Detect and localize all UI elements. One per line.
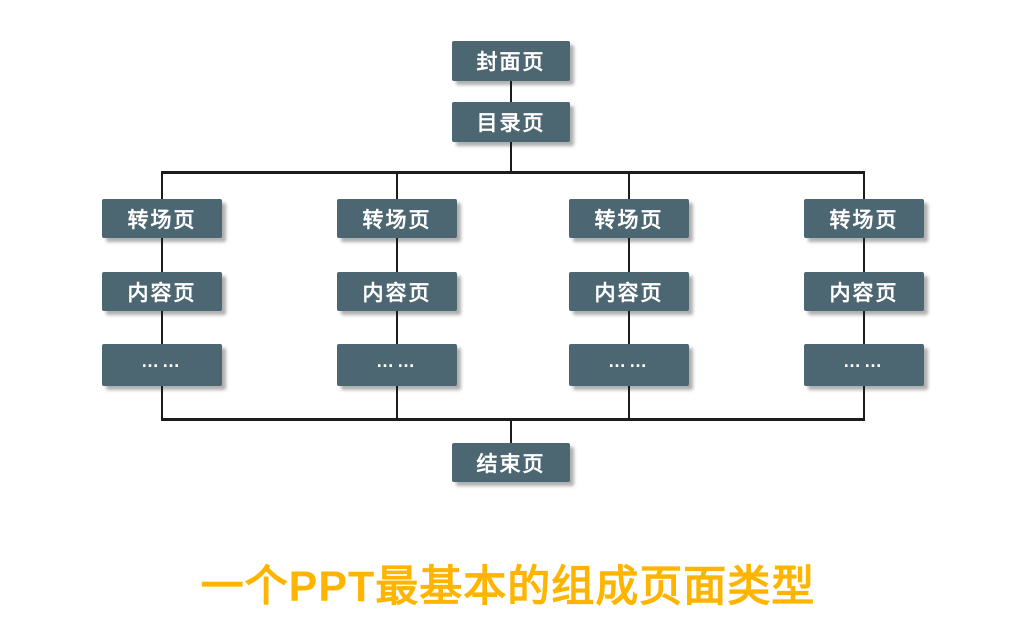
transition-page-node: 转场页 (569, 199, 689, 238)
connector-line (396, 311, 398, 344)
connector-line (863, 238, 865, 272)
content-page-node: 内容页 (569, 272, 689, 311)
connector-line (628, 238, 630, 272)
connector-line (396, 386, 398, 419)
ellipsis-node: …… (337, 344, 457, 386)
ellipsis-label: …… (608, 350, 650, 371)
connector-cover-toc (510, 81, 512, 102)
ellipsis-node: …… (804, 344, 924, 386)
transition-page-label: 转场页 (829, 208, 899, 232)
cover-page-node: 封面页 (452, 41, 570, 81)
transition-page-node: 转场页 (337, 199, 457, 238)
content-page-label: 内容页 (594, 281, 664, 305)
ellipsis-node: …… (569, 344, 689, 386)
ellipsis-node: …… (102, 344, 222, 386)
diagram-caption: 一个PPT最基本的组成页面类型 (200, 563, 816, 611)
toc-page-node: 目录页 (452, 102, 570, 142)
content-page-node: 内容页 (804, 272, 924, 311)
connector-line (863, 311, 865, 344)
content-page-node: 内容页 (102, 272, 222, 311)
connector-branchbar-end (510, 421, 512, 443)
content-page-label: 内容页 (127, 281, 197, 305)
connector-toc-branchbar (510, 142, 512, 172)
connector-line (161, 311, 163, 344)
connector-line (628, 311, 630, 344)
transition-page-node: 转场页 (804, 199, 924, 238)
branch-drop-3 (628, 172, 630, 199)
ellipsis-label: …… (141, 350, 183, 371)
ellipsis-label: …… (843, 350, 885, 371)
content-page-label: 内容页 (829, 281, 899, 305)
transition-page-node: 转场页 (102, 199, 222, 238)
connector-line (396, 238, 398, 272)
content-page-node: 内容页 (337, 272, 457, 311)
content-page-label: 内容页 (362, 281, 432, 305)
branch-drop-2 (396, 172, 398, 199)
branch-bar-bottom (161, 418, 865, 421)
end-page-label: 结束页 (476, 452, 546, 476)
connector-line (863, 386, 865, 419)
connector-line (161, 238, 163, 272)
connector-line (161, 386, 163, 419)
transition-page-label: 转场页 (127, 208, 197, 232)
connector-line (628, 386, 630, 419)
toc-page-label: 目录页 (476, 112, 546, 135)
transition-page-label: 转场页 (594, 208, 664, 232)
end-page-node: 结束页 (452, 443, 570, 482)
ellipsis-label: …… (376, 350, 418, 371)
cover-page-label: 封面页 (476, 51, 546, 74)
branch-drop-1 (161, 172, 163, 199)
transition-page-label: 转场页 (362, 208, 432, 232)
branch-drop-4 (863, 172, 865, 199)
branch-bar-top (161, 171, 865, 174)
